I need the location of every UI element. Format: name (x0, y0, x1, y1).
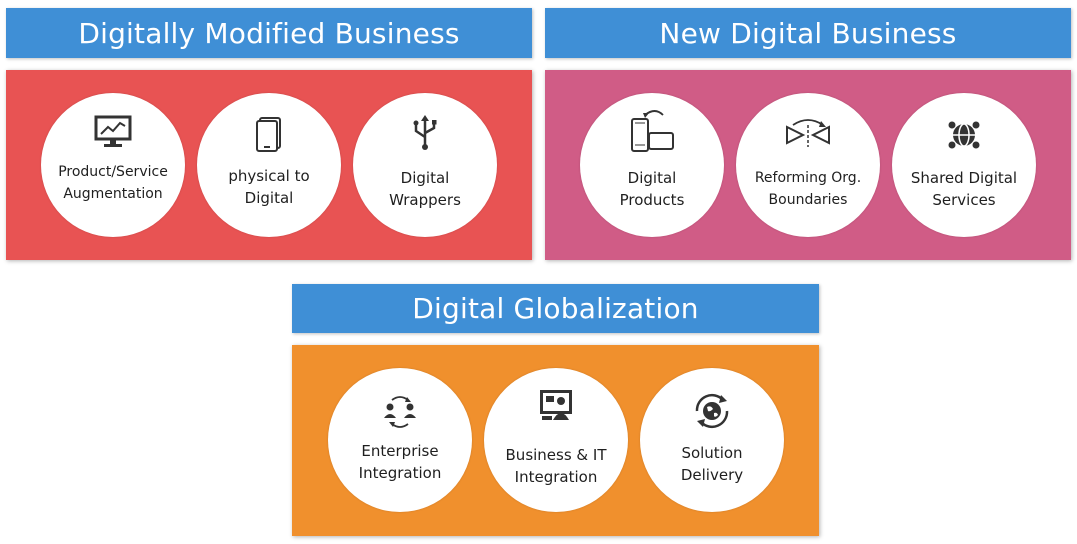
item-label: physical to Digital (228, 167, 310, 207)
network-globe-icon (944, 115, 984, 155)
item-solution-delivery: Solution Delivery (640, 368, 784, 512)
section-panel-new-digital-business: Digital Products Reforming Org. Boundari… (545, 70, 1071, 260)
item-label: Product/Service Augmentation (58, 164, 168, 202)
boundary-arrows-icon (783, 111, 833, 151)
section-panel-digital-globalization: Enterprise Integration Business & IT Int… (292, 345, 819, 536)
section-header-digitally-modified: Digitally Modified Business (6, 8, 532, 58)
item-label: Enterprise Integration (358, 442, 442, 482)
item-label: Reforming Org. Boundaries (754, 170, 862, 208)
phone-rotate-icon (627, 107, 677, 155)
item-label: Business & IT Integration (505, 446, 607, 486)
section-header-new-digital-business: New Digital Business (545, 8, 1071, 58)
item-label: Solution Delivery (680, 444, 744, 484)
item-product-service-augmentation: Product/Service Augmentation (41, 93, 185, 237)
item-digital-products: Digital Products (580, 93, 724, 237)
item-shared-digital-services: Shared Digital Services (892, 93, 1036, 237)
item-enterprise-integration: Enterprise Integration (328, 368, 472, 512)
people-cycle-icon (380, 390, 420, 430)
globe-refresh-icon (689, 388, 735, 434)
item-label: Digital Wrappers (389, 169, 461, 209)
section-header-digital-globalization: Digital Globalization (292, 284, 819, 333)
item-label: Shared Digital Services (910, 169, 1018, 209)
section-panel-digitally-modified: Product/Service Augmentation physical to… (6, 70, 532, 260)
item-business-it-integration: Business & IT Integration (484, 368, 628, 512)
item-physical-to-digital: physical to Digital (197, 93, 341, 237)
monitor-chart-icon (93, 111, 133, 151)
presentation-icon (536, 386, 576, 426)
usb-icon (405, 113, 445, 153)
item-label: Digital Products (619, 169, 685, 209)
item-digital-wrappers: Digital Wrappers (353, 93, 497, 237)
tablet-icon (249, 115, 289, 155)
item-reforming-org-boundaries: Reforming Org. Boundaries (736, 93, 880, 237)
